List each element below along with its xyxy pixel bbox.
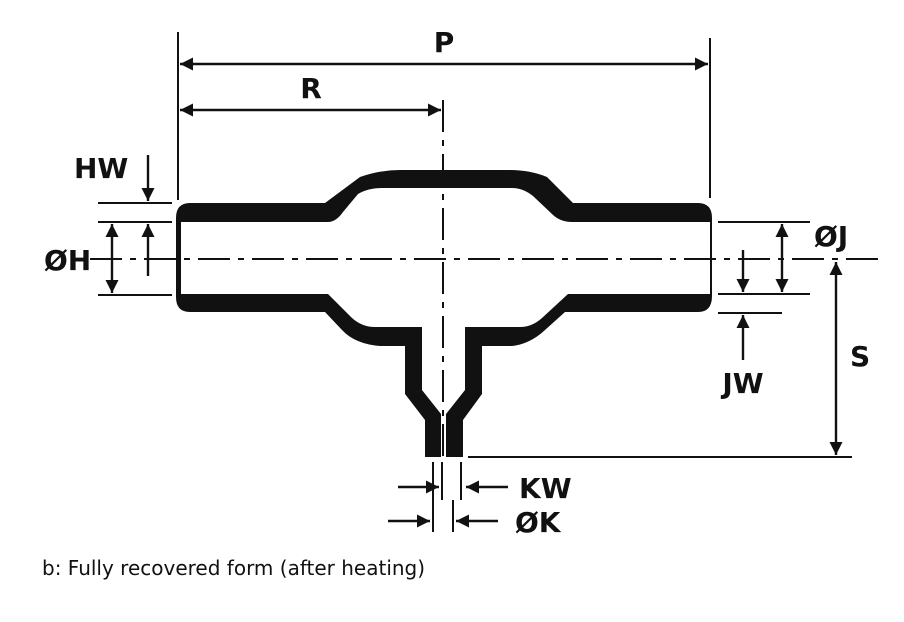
dimension-P: P — [180, 26, 708, 71]
dimension-P-label: P — [434, 26, 455, 59]
dimension-J: ØJ — [775, 220, 848, 292]
dimension-HW-label: HW — [74, 152, 128, 185]
extension-lines — [98, 32, 852, 458]
figure-caption: b: Fully recovered form (after heating) — [42, 556, 426, 580]
dimension-R: R — [180, 72, 441, 117]
tee-body-bore — [181, 188, 710, 457]
dimension-JW-label: JW — [720, 367, 763, 400]
tee-body — [176, 170, 712, 457]
dimension-K-label: ØK — [515, 506, 562, 539]
dimension-S: S — [829, 262, 870, 455]
dimension-KW-label: KW — [519, 472, 572, 505]
dimension-H-label: ØH — [44, 244, 91, 277]
dimension-HW: HW — [74, 152, 155, 276]
dimension-S-label: S — [850, 340, 870, 373]
dimension-J-label: ØJ — [814, 220, 848, 253]
dimension-KW: KW — [398, 462, 572, 505]
dimension-K: ØK — [388, 462, 562, 539]
dimension-JW: JW — [720, 250, 764, 400]
dimension-R-label: R — [300, 72, 322, 105]
dimension-H: ØH — [44, 224, 119, 293]
